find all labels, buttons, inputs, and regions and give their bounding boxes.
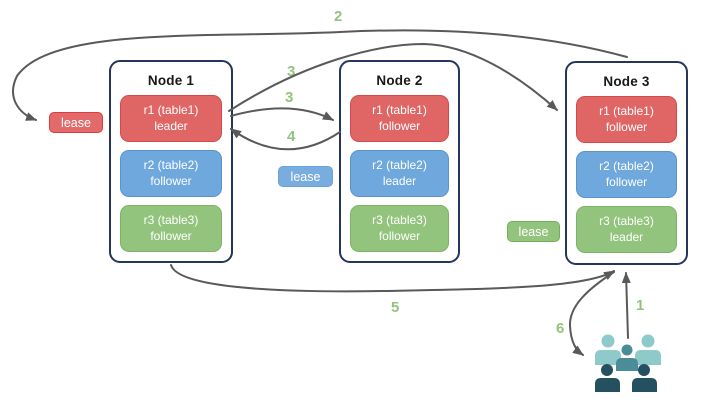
replica-name: r1 (table1): [599, 103, 654, 118]
replica-name: r1 (table1): [372, 102, 427, 117]
node-1: Node 1 r1 (table1) leader r2 (table2) fo…: [109, 60, 233, 263]
step-label-3a: 3: [287, 63, 296, 80]
replica-node1-r3: r3 (table3) follower: [120, 205, 222, 252]
replica-node3-r2: r2 (table2) follower: [576, 151, 677, 198]
node-3-title: Node 3: [603, 74, 650, 89]
node-3: Node 3 r1 (table1) follower r2 (table2) …: [565, 61, 688, 265]
replica-name: r3 (table3): [599, 213, 654, 228]
replica-role: follower: [378, 118, 421, 133]
replica-node1-r1: r1 (table1) leader: [120, 95, 222, 142]
arrow-step-2: [12, 29, 628, 121]
step-label-4: 4: [287, 128, 296, 145]
replica-name: r1 (table1): [143, 102, 199, 117]
replica-node3-r3: r3 (table3) leader: [576, 206, 677, 253]
replica-name: r2 (table2): [372, 157, 427, 172]
node-1-title: Node 1: [147, 73, 195, 88]
replica-node2-r1: r1 (table1) follower: [350, 95, 449, 142]
step-label-5: 5: [391, 299, 400, 316]
step-label-3b: 3: [285, 89, 294, 106]
step-label-1: 1: [636, 297, 645, 314]
arrow-step-5: [170, 264, 615, 293]
replica-role: follower: [378, 228, 421, 243]
replica-name: r3 (table3): [372, 212, 427, 227]
replica-role: follower: [150, 173, 192, 188]
replica-role: follower: [150, 228, 192, 243]
replica-node2-r2: r2 (table2) leader: [350, 150, 449, 197]
node-2-title: Node 2: [376, 73, 423, 88]
replica-node2-r3: r3 (table3) follower: [350, 205, 449, 252]
replica-name: r2 (table2): [143, 157, 199, 172]
lease-label-green: lease: [507, 221, 560, 242]
users-group-icon: [595, 334, 661, 392]
replica-role: follower: [605, 174, 648, 189]
lease-label-blue: lease: [278, 166, 333, 187]
arrow-step-6: [568, 271, 615, 356]
arrow-step-1: [621, 272, 631, 339]
replica-role: follower: [605, 119, 648, 134]
replica-node3-r1: r1 (table1) follower: [576, 96, 677, 143]
step-label-6: 6: [556, 320, 565, 337]
replica-role: leader: [382, 173, 417, 188]
node-2: Node 2 r1 (table1) follower r2 (table2) …: [339, 60, 460, 263]
replica-role: leader: [609, 229, 644, 244]
replica-name: r2 (table2): [599, 158, 654, 173]
replica-node1-r2: r2 (table2) follower: [120, 150, 222, 197]
arrow-step-3-to-node2: [230, 107, 334, 121]
step-label-2: 2: [334, 8, 343, 25]
lease-label-red: lease: [49, 112, 103, 133]
arrow-step-4: [230, 128, 341, 151]
replica-role: leader: [154, 118, 188, 133]
replica-name: r3 (table3): [143, 212, 199, 227]
